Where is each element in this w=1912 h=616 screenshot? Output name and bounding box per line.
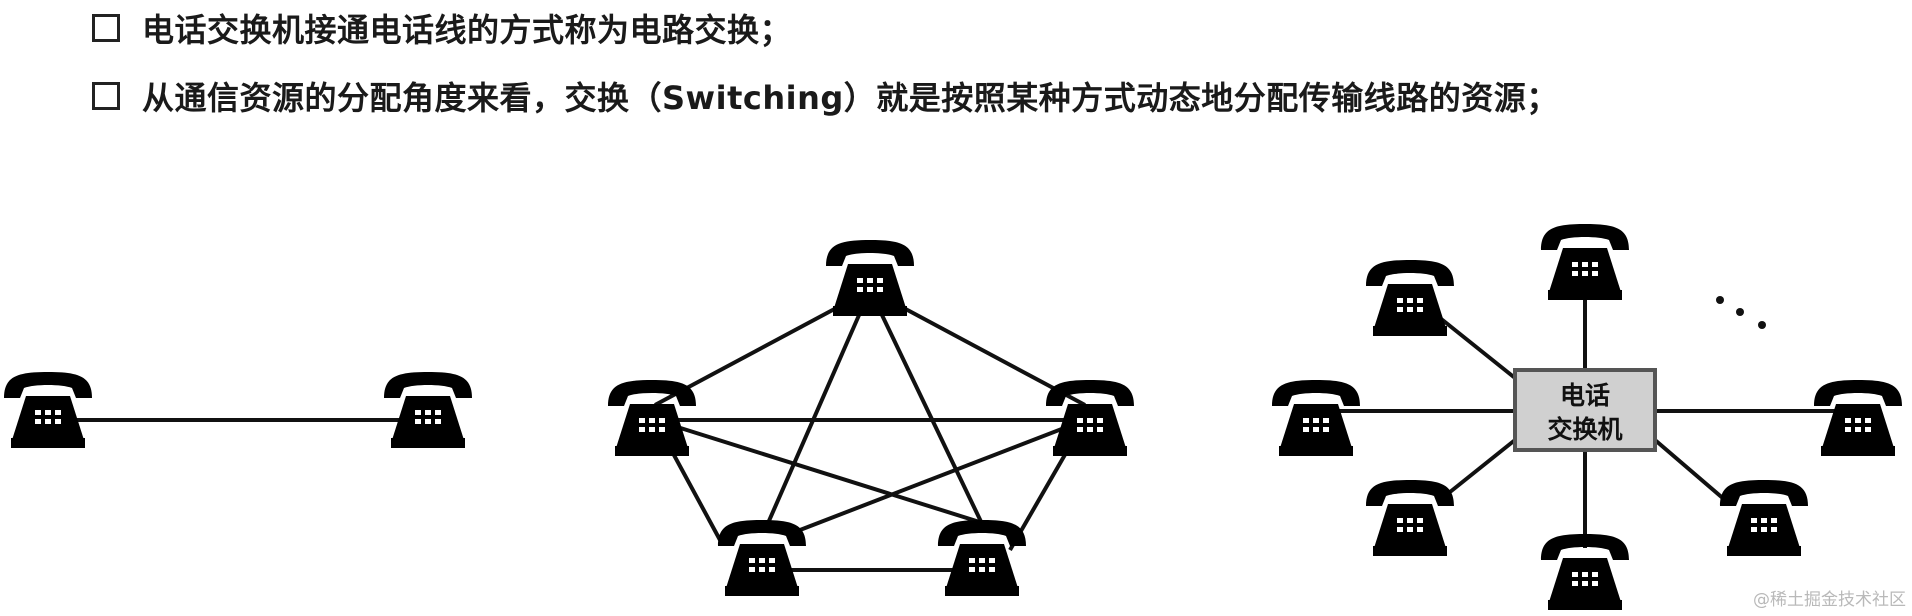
phone-icon	[1272, 380, 1360, 456]
two-phone-diagram	[4, 372, 472, 448]
star-network-diagram	[1300, 278, 1850, 548]
telephone-switch: 电话 交换机	[1513, 368, 1657, 452]
phone-icon	[938, 520, 1026, 596]
connection-line	[763, 289, 872, 531]
connection-line	[799, 418, 1086, 532]
phone-icon	[1720, 480, 1808, 556]
phone-icon	[718, 520, 806, 596]
mesh-network-diagram	[653, 288, 1087, 572]
phone-icon	[1366, 480, 1454, 556]
phone-icon	[384, 372, 472, 448]
switch-box	[1513, 368, 1657, 452]
connection-line	[1438, 438, 1517, 502]
watermark: @稀土掘金技术社区	[1753, 590, 1906, 610]
connection-line	[868, 289, 987, 531]
phone-icon	[1541, 224, 1629, 300]
switch-label-line1: 电话	[1560, 381, 1610, 410]
bullet-text: 从通信资源的分配角度来看，交换（Switching）就是按照某种方式动态地分配传…	[142, 79, 1559, 117]
phone-icon	[4, 372, 92, 448]
bullet-item-circuit-switching: 电话交换机接通电话线的方式称为电路交换；	[92, 6, 792, 50]
phone-icon	[826, 240, 914, 316]
bullet-text: 电话交换机接通电话线的方式称为电路交换；	[142, 11, 793, 49]
connection-line	[1653, 438, 1727, 502]
bullet-item-switching-definition: 从通信资源的分配角度来看，交换（Switching）就是按照某种方式动态地分配传…	[92, 74, 1559, 118]
phone-icon	[1366, 260, 1454, 336]
connection-line	[654, 418, 1006, 532]
connection-line	[1438, 316, 1517, 380]
ellipsis-dots	[1716, 296, 1766, 329]
phone-icon	[1541, 534, 1629, 610]
phone-icon	[1814, 380, 1902, 456]
checkbox-icon	[92, 82, 120, 110]
switch-label-line2: 交换机	[1547, 415, 1622, 444]
checkbox-icon	[92, 14, 120, 42]
